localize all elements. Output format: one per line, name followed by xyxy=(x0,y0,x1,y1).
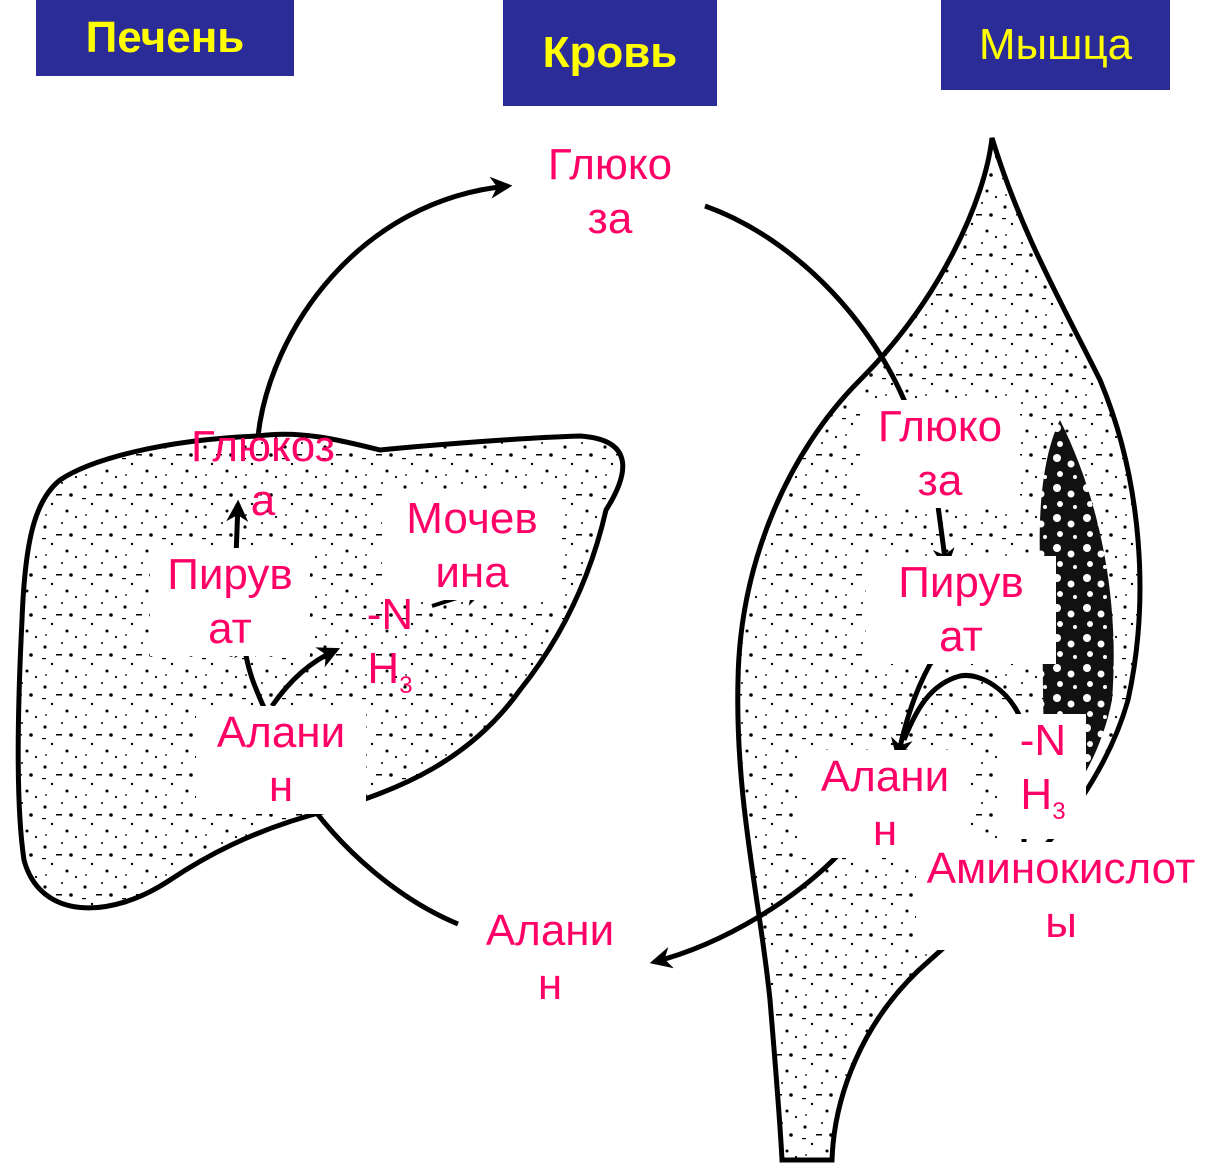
label-blood-glucose: Глюко за xyxy=(520,138,700,246)
label-muscle-glucose: Глюко за xyxy=(860,400,1020,508)
label-liver-alanine: Алани н xyxy=(196,706,366,814)
label-muscle-pyruvate: Пирув ат xyxy=(866,556,1056,664)
label-muscle-amino-acids: Аминокислот ы xyxy=(916,842,1206,950)
label-liver-glucose: Глюкоз а xyxy=(178,420,348,528)
label-liver-urea: Мочев ина xyxy=(382,492,562,600)
label-blood-alanine: Алани н xyxy=(460,904,640,1012)
arrow-liver-glucose-to-blood xyxy=(258,186,508,436)
label-muscle-nh3: -N H3 xyxy=(1000,714,1086,839)
label-liver-pyruvate: Пирув ат xyxy=(150,548,310,656)
label-liver-nh3: -N H3 xyxy=(350,588,430,713)
